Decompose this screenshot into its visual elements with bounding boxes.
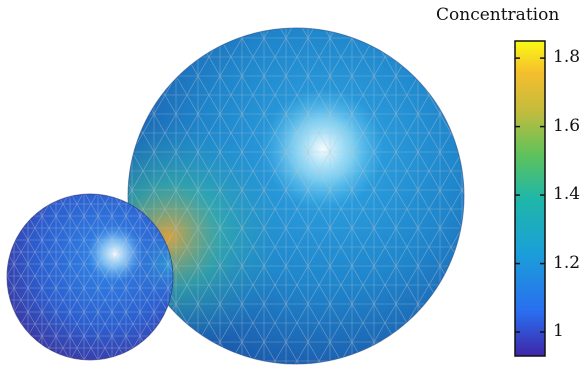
colorbar-tick-label: 1.2 bbox=[553, 252, 581, 273]
colorbar-ticks bbox=[515, 57, 545, 333]
colorbar-tick-label: 1.4 bbox=[553, 184, 581, 205]
large-sphere bbox=[127, 27, 465, 365]
colorbar-title: Concentration bbox=[436, 5, 560, 25]
colorbar-gradient bbox=[514, 40, 546, 357]
colorbar bbox=[514, 40, 546, 357]
small-sphere bbox=[6, 193, 174, 361]
colorbar-tick-label: 1 bbox=[553, 321, 564, 342]
colorbar-tick-label: 1.6 bbox=[553, 115, 581, 136]
colorbar-tick-label: 1.8 bbox=[553, 47, 581, 68]
